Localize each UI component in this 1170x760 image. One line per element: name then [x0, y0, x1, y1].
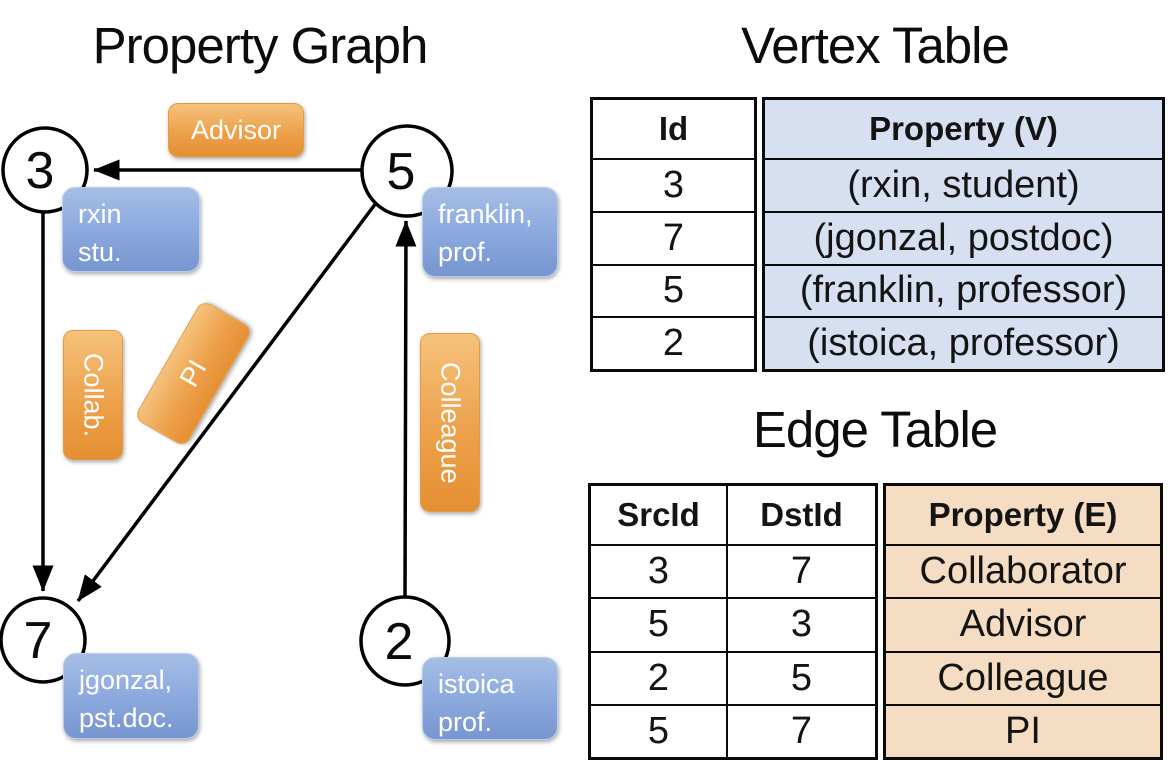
table-cell: 3: [726, 597, 875, 651]
vertex-property-line: istoica: [438, 669, 515, 699]
vertex-table-property-column: Property (V) (rxin, student) (jgonzal, p…: [762, 97, 1165, 372]
edge-label-colleague: Colleague: [420, 333, 480, 512]
table-cell: 3: [593, 158, 754, 211]
vertex-table-header-property: Property (V): [765, 100, 1162, 158]
table-cell: (franklin, professor): [765, 263, 1162, 317]
table-cell: 7: [726, 544, 875, 598]
edge-table-title: Edge Table: [752, 401, 998, 458]
table-cell: 5: [591, 597, 726, 651]
vertex-table: Id 3 7 5 2 Property (V) (rxin, student) …: [590, 97, 1165, 372]
table-cell: 5: [591, 703, 726, 757]
vertex-property-line: pst.doc.: [79, 703, 174, 734]
vertex-property-line: prof.: [438, 707, 493, 738]
table-cell: 5: [726, 650, 875, 704]
table-cell: PI: [886, 703, 1160, 757]
edge-table-property-column: Property (E) Collaborator Advisor Collea…: [883, 483, 1163, 760]
table-cell: Collaborator: [886, 544, 1160, 598]
table-cell: (jgonzal, postdoc): [765, 210, 1162, 264]
table-cell: (rxin, student): [765, 158, 1162, 211]
vertex-property-line: rxin: [78, 199, 122, 229]
vertex-id-7: 7: [24, 612, 53, 670]
vertex-table-header-id: Id: [593, 100, 754, 158]
vertex-property-box-5: franklin, prof.: [422, 187, 558, 277]
vertex-property-line: stu.: [78, 237, 122, 268]
edge-table-header-property: Property (E): [886, 486, 1160, 544]
vertex-property-box-3: rxin stu.: [62, 187, 200, 272]
vertex-property-box-7: jgonzal, pst.doc.: [63, 653, 199, 739]
edge-label-collab: Collab.: [63, 330, 123, 460]
edge-arrow-5-to-7-pi: [76, 201, 378, 603]
edge-table-header-srcid: SrcId: [591, 486, 726, 544]
vertex-id-2: 2: [385, 613, 414, 671]
table-cell: Colleague: [886, 650, 1160, 704]
edge-table-header-dstid: DstId: [726, 486, 875, 544]
edge-label-advisor: Advisor: [168, 103, 304, 157]
vertex-property-line: prof.: [438, 237, 493, 268]
table-cell: Advisor: [886, 597, 1160, 651]
table-cell: (istoica, professor): [765, 316, 1162, 369]
table-cell: 5: [593, 263, 754, 317]
table-cell: 7: [593, 210, 754, 264]
vertex-table-id-column: Id 3 7 5 2: [590, 97, 757, 372]
edge-table: SrcId DstId 3 7 5 3 2 5 5 7 Property (E)…: [588, 483, 1163, 760]
table-cell: 2: [591, 650, 726, 704]
vertex-table-title: Vertex Table: [741, 17, 1010, 74]
edge-table-id-columns: SrcId DstId 3 7 5 3 2 5 5 7: [588, 483, 878, 760]
table-cell: 2: [593, 316, 754, 369]
property-graph-title: Property Graph: [92, 17, 429, 74]
table-cell: 3: [591, 544, 726, 598]
edge-arrow-2-to-5-colleague: [395, 220, 417, 597]
vertex-id-3: 3: [26, 142, 55, 200]
vertex-id-5: 5: [387, 143, 416, 201]
table-cell: 7: [726, 703, 875, 757]
vertex-property-line: jgonzal,: [79, 665, 173, 695]
vertex-property-line: franklin,: [438, 199, 533, 229]
vertex-property-box-2: istoica prof.: [422, 657, 558, 740]
